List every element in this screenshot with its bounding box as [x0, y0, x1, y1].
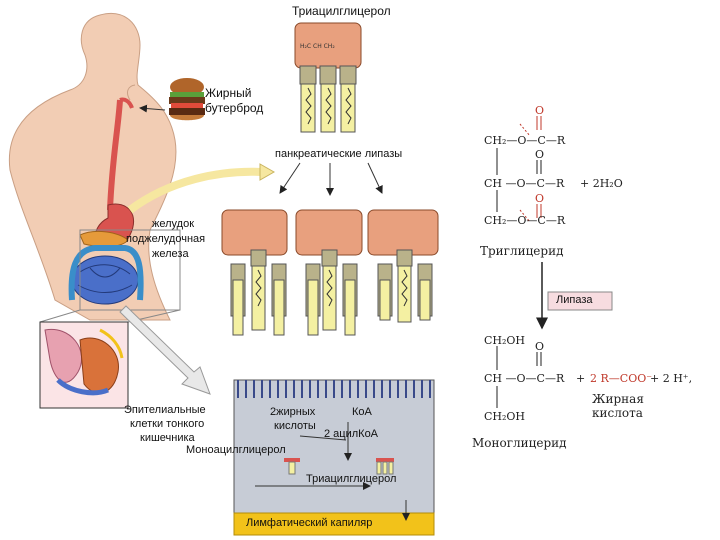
lipase-product-right — [367, 209, 439, 323]
lipase-product-left — [221, 209, 288, 336]
epithelium-label-line2: клетки тонкого — [130, 418, 205, 430]
fatty-acids-label-line2: кислоты — [274, 420, 316, 432]
mg-row2: CH —O—C—R — [484, 372, 565, 385]
sandwich-label-line2: бутерброд — [205, 101, 264, 115]
flow-arrow-to-lipases — [127, 167, 263, 214]
carbonyl-o-mg: O — [535, 340, 545, 353]
fatty-acids-label-line1: 2жирных — [270, 406, 316, 418]
pancreatic-lipases-label: панкреатические липазы — [275, 148, 403, 160]
lipase-box — [547, 291, 613, 311]
tg-row2: CH —O—C—R — [484, 177, 565, 190]
fatty-acid-label-line1: Жирная — [592, 392, 644, 406]
colon-organ — [68, 245, 144, 301]
epithelium-label-line3: кишечника — [140, 432, 195, 444]
monoglyceride-label: Моноглицерид — [472, 436, 567, 450]
monoacylglycerol-label: Моноацилглицерол — [186, 444, 286, 456]
triacylglycerol-epithelium-label: Триацилглицерол — [306, 473, 397, 485]
pancreas-label-line1: поджелудочная — [126, 233, 206, 245]
reaction-scheme-lines — [496, 116, 548, 408]
mg-row3: CH₂OH — [484, 410, 526, 423]
human-body-figure — [8, 13, 177, 321]
carbonyl-o-3: O — [535, 192, 545, 205]
carbonyl-o-2: O — [535, 148, 545, 161]
coa-label: КоА — [352, 406, 372, 418]
mg-row1: CH₂OH — [484, 334, 526, 347]
svg-text:H₂C CH CH₂: H₂C CH CH₂ — [300, 43, 335, 50]
tg-row3: CH₂—O—C—R — [484, 214, 566, 227]
lipase-product-middle — [295, 209, 363, 336]
triglyceride-label: Триглицерид — [480, 244, 564, 258]
mg-row2-plus: + — [576, 372, 586, 385]
pancreas-label-line2: железа — [152, 248, 189, 260]
triacylglycerol-title: Триацилглицерол — [292, 4, 391, 18]
triacylglycerol-molecule-top: H₂C CH CH₂ — [294, 22, 362, 133]
tg-row1: CH₂—O—C—R — [484, 134, 566, 147]
sandwich-label-line1: Жирный — [205, 86, 252, 100]
epithelium-label-line1: Эпителиальные — [124, 404, 206, 416]
small-intestine-organ — [71, 255, 139, 305]
fatty-acid-formula: 2 R—COO⁻ — [590, 372, 653, 385]
epithelium-panel — [233, 379, 435, 536]
protons-formula: + 2 H⁺, — [650, 372, 693, 385]
organ-closeup-inset — [39, 321, 129, 409]
lipase-box-label: Липаза — [556, 294, 593, 306]
carbonyl-o-1: O — [535, 104, 545, 117]
lymph-capillary-label: Лимфатический капиляр — [246, 517, 373, 529]
acyl-coa-label: 2 ацилКоА — [324, 428, 379, 440]
stomach-label: желудок — [152, 218, 195, 230]
fatty-acid-label-line2: кислота — [592, 406, 643, 420]
tg-row2-water: + 2H₂O — [580, 177, 623, 190]
burger-icon — [139, 78, 205, 121]
flow-arrow-to-epithelium — [119, 305, 211, 395]
